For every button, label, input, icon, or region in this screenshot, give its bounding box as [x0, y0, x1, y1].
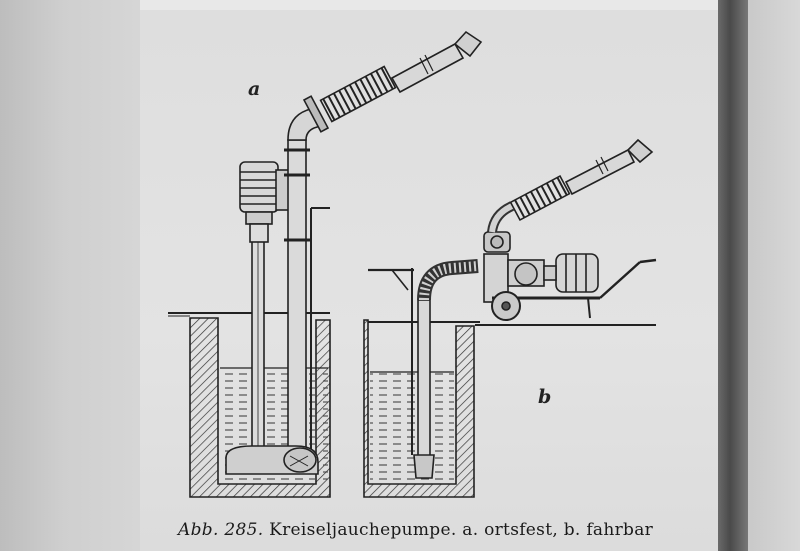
figure-a-stationary-pump	[168, 30, 483, 498]
adjacent-page-background	[0, 0, 160, 551]
figure-label-b: b	[538, 386, 552, 408]
figure-b-mobile-pump	[363, 138, 657, 498]
page-gutter-shadow	[718, 0, 748, 551]
page-top-edge	[140, 0, 740, 12]
figure-label-a: a	[248, 78, 261, 100]
figure-caption: Abb. 285. Kreiseljauchepumpe. a. ortsfes…	[178, 520, 653, 540]
right-margin-strip	[748, 0, 800, 551]
caption-figure-number: Abb. 285.	[178, 520, 264, 540]
caption-text: Kreiseljauchepumpe. a. ortsfest, b. fahr…	[269, 520, 654, 540]
